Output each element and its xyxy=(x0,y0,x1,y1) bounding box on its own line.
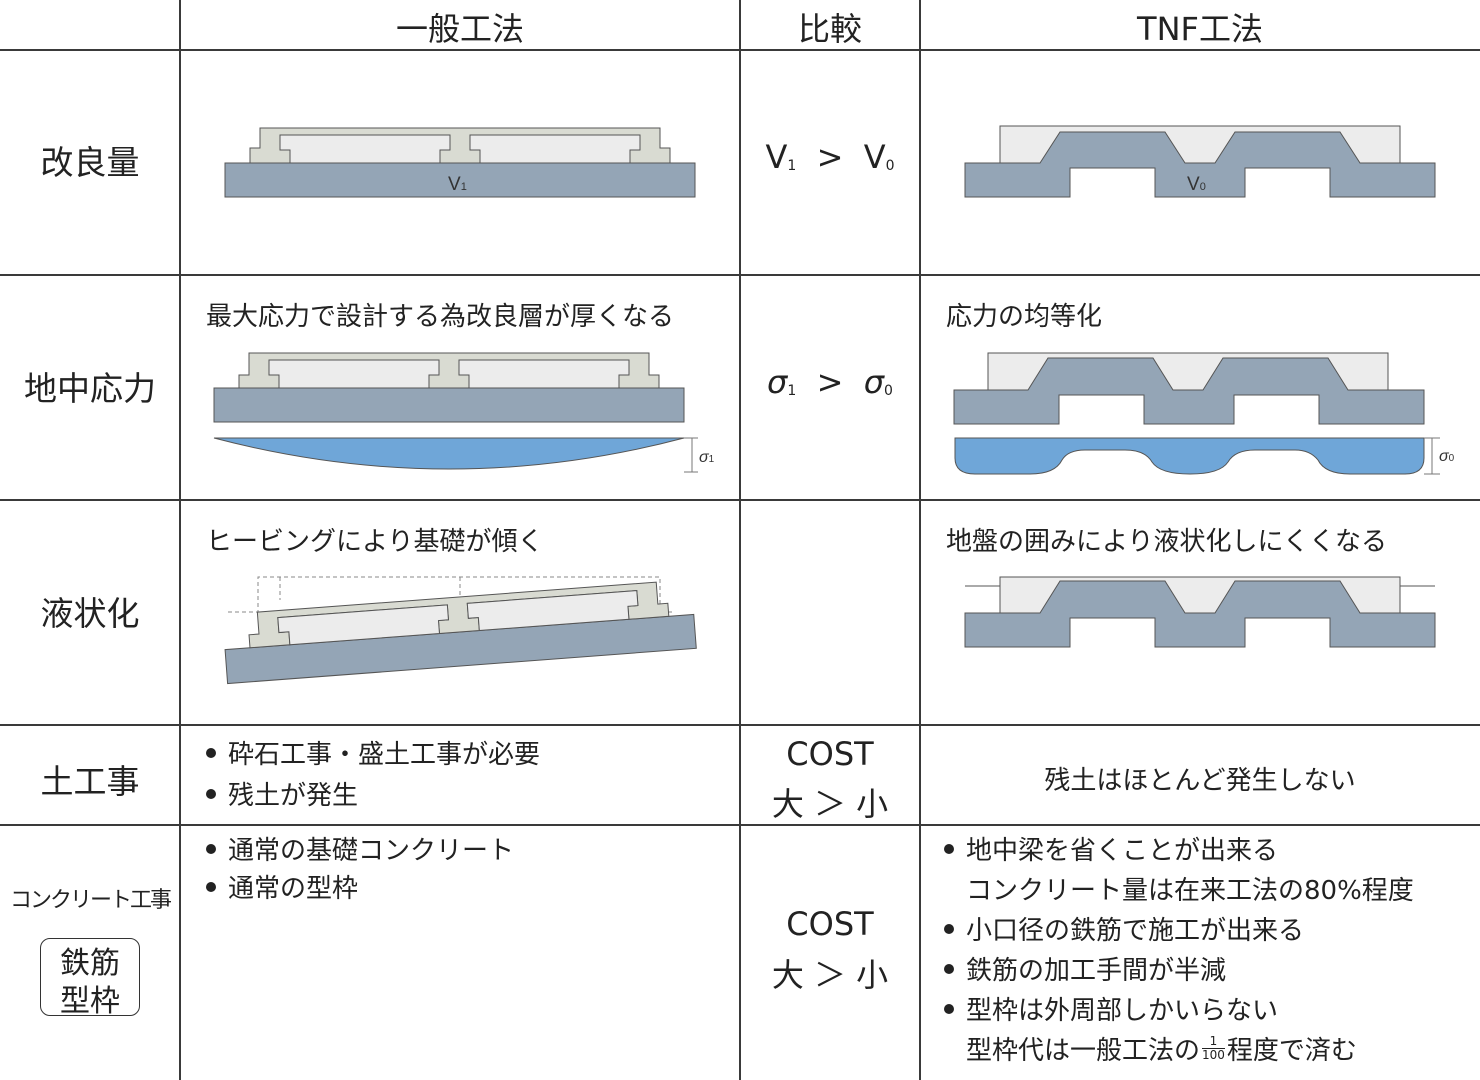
bullet-icon xyxy=(206,843,216,854)
grid-h4 xyxy=(0,724,1480,726)
compare-improvement: V1 > V0 xyxy=(765,138,895,176)
tnf-liquefaction-diagram xyxy=(964,576,1436,648)
liquefaction-general-desc: ヒービングにより基礎が傾く xyxy=(206,527,544,557)
bullet-icon xyxy=(944,923,954,934)
bullet-icon xyxy=(206,881,216,892)
grid-h1 xyxy=(0,49,1480,51)
general-v1-label: V1 xyxy=(448,174,467,195)
general-slab xyxy=(279,134,641,164)
row-label-liquefaction: 液状化 xyxy=(40,594,140,633)
concrete-tnf-item-2: コンクリート量は在来工法の80%程度 xyxy=(966,876,1414,906)
tnf-stress-ground xyxy=(953,357,1425,425)
stress-general-desc: 最大応力で設計する為改良層が厚くなる xyxy=(206,302,675,332)
bullet-icon xyxy=(944,1003,954,1014)
concrete-general-item-1: 通常の基礎コンクリート xyxy=(206,831,514,871)
tilted-slab xyxy=(277,590,639,646)
row-label-earthwork: 土工事 xyxy=(40,762,140,801)
tilted-ground xyxy=(224,613,697,685)
earthwork-general-item-2: 残土が発生 xyxy=(206,776,358,816)
row-label-formwork: 型枠 xyxy=(60,984,120,1019)
general-stress-diagram: σ1 xyxy=(213,352,715,473)
tnf-stress-diagram: σ0 xyxy=(953,352,1455,475)
stress-tnf-desc: 応力の均等化 xyxy=(946,302,1103,332)
general-ground xyxy=(224,162,696,198)
concrete-tnf-item-1: 地中梁を省くことが出来る xyxy=(944,831,1278,871)
general-stress-slab xyxy=(268,359,630,389)
earthwork-compare-cost: COST xyxy=(786,735,874,773)
tnf-improvement-diagram: V0 xyxy=(964,125,1436,198)
grid-v1 xyxy=(179,0,181,1080)
tnf-liq-slab xyxy=(999,576,1401,616)
tnf-stress-bulb xyxy=(954,437,1425,475)
row-label-improvement: 改良量 xyxy=(40,143,140,182)
tnf-slab xyxy=(999,125,1401,165)
bullet-icon xyxy=(944,843,954,854)
concrete-tnf-item-5: 型枠は外周部しかいらない xyxy=(944,991,1278,1031)
row-label-concrete: コンクリート工事 xyxy=(9,888,172,913)
bullet-icon xyxy=(206,747,216,758)
general-liquefaction-diagram xyxy=(224,576,697,685)
compare-stress: σ1 > σ0 xyxy=(767,363,893,401)
bullet-icon xyxy=(944,963,954,974)
concrete-tnf-item-3: 小口径の鉄筋で施工が出来る xyxy=(944,911,1304,951)
tnf-stress-slab xyxy=(987,352,1389,392)
grid-v2 xyxy=(739,0,741,1080)
earthwork-compare-values: 大 ＞ 小 xyxy=(771,785,889,823)
earthwork-general-item-1: 砕石工事・盛土工事が必要 xyxy=(206,735,540,775)
concrete-compare-values: 大 ＞ 小 xyxy=(771,956,889,994)
tnf-liq-ground xyxy=(964,580,1436,648)
grid-h2 xyxy=(0,274,1480,276)
grid-h3 xyxy=(0,499,1480,501)
header-compare: 比較 xyxy=(797,10,862,48)
row-label-rebar: 鉄筋 xyxy=(60,946,120,981)
general-foundation xyxy=(249,127,671,164)
concrete-tnf-item-4: 鉄筋の加工手間が半減 xyxy=(944,951,1226,991)
bullet-icon xyxy=(206,788,216,799)
earthwork-tnf-desc: 残土はほとんど発生しない xyxy=(1044,766,1356,796)
tnf-ground xyxy=(964,131,1436,198)
grid-h5 xyxy=(0,824,1480,826)
concrete-general-item-2: 通常の型枠 xyxy=(206,869,358,909)
tnf-sigma-label: σ0 xyxy=(1439,448,1455,465)
concrete-compare-cost: COST xyxy=(786,905,874,943)
general-stress-ground xyxy=(213,387,685,423)
general-improvement-diagram: V1 xyxy=(224,127,696,198)
general-sigma-label: σ1 xyxy=(699,449,715,466)
header-general: 一般工法 xyxy=(395,10,524,48)
original-position-outline xyxy=(228,576,672,613)
row-label-stress: 地中応力 xyxy=(24,369,156,408)
header-tnf: TNF工法 xyxy=(1137,10,1263,48)
liquefaction-tnf-desc: 地盤の囲みにより液状化しにくくなる xyxy=(946,527,1387,557)
general-stress-foundation xyxy=(238,352,660,389)
tilted-foundation xyxy=(248,581,670,649)
grid-v3 xyxy=(919,0,921,1080)
label-bracket xyxy=(40,938,140,1016)
tnf-v0-label: V0 xyxy=(1187,174,1206,195)
general-stress-bulb xyxy=(213,437,685,470)
